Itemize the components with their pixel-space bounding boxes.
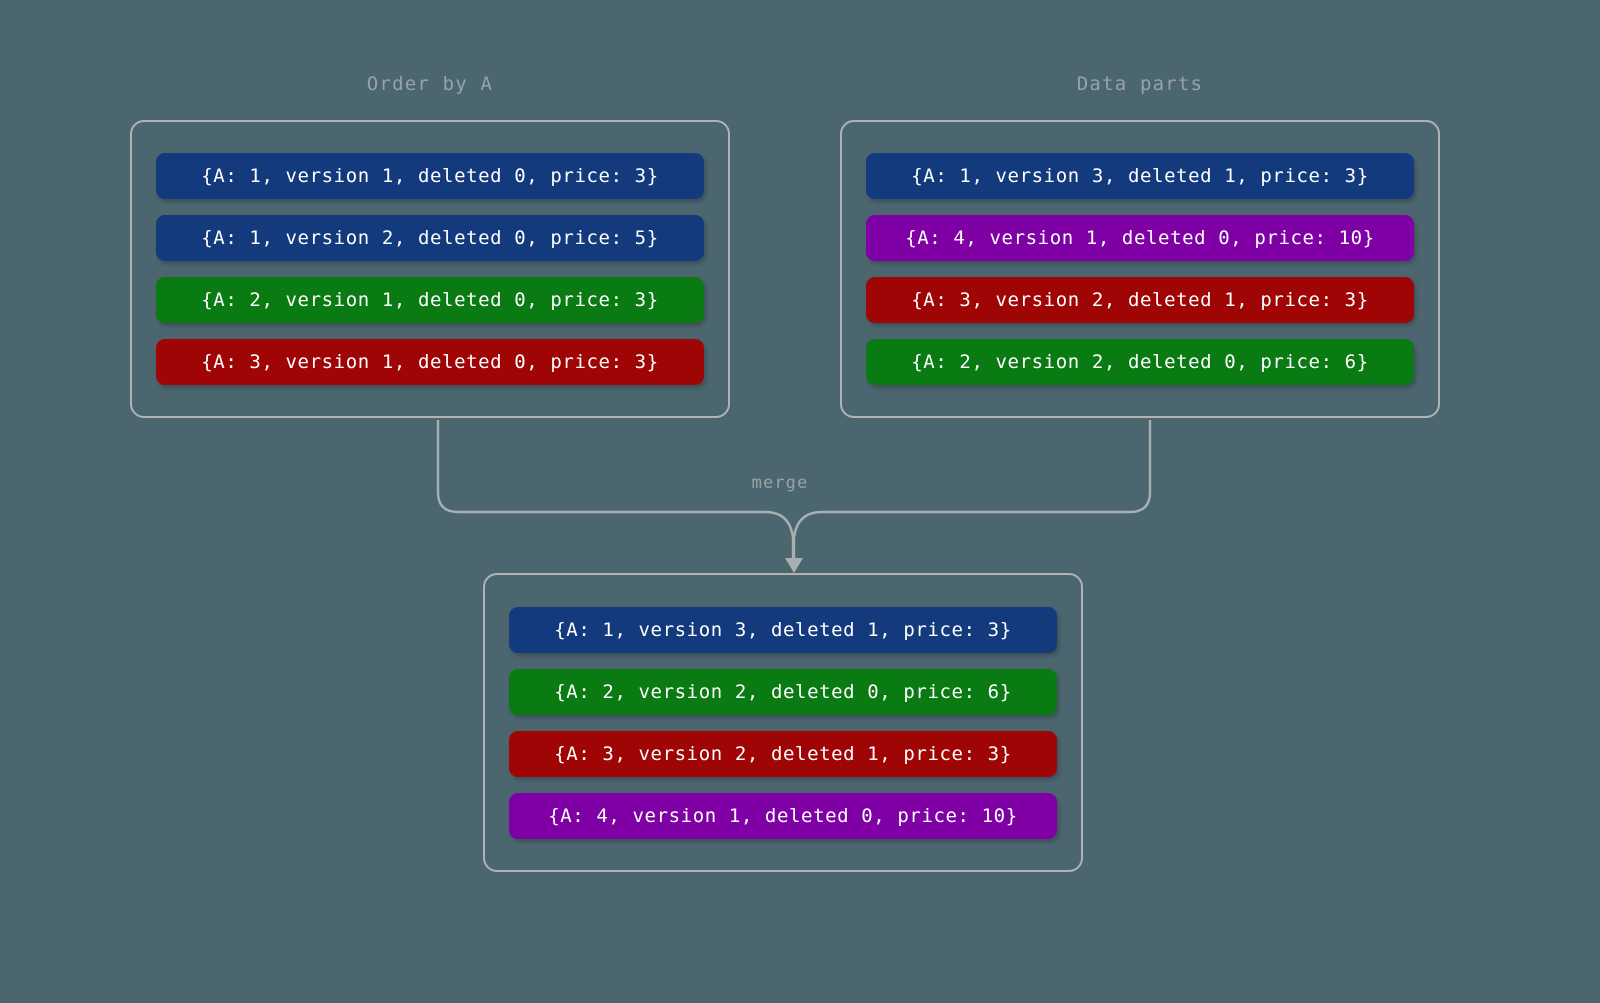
row-pill[interactable]: {A: 3, version 1, deleted 0, price: 3} bbox=[156, 339, 704, 385]
row-pill[interactable]: {A: 2, version 2, deleted 0, price: 6} bbox=[866, 339, 1414, 385]
panel-merged-result: {A: 1, version 3, deleted 1, price: 3} {… bbox=[483, 573, 1083, 872]
row-pill[interactable]: {A: 1, version 3, deleted 1, price: 3} bbox=[509, 606, 1057, 653]
row-pill[interactable]: {A: 4, version 1, deleted 0, price: 10} bbox=[866, 215, 1414, 261]
row-pill[interactable]: {A: 4, version 1, deleted 0, price: 10} bbox=[509, 792, 1057, 839]
pill-list-order-by-a: {A: 1, version 1, deleted 0, price: 3} {… bbox=[156, 145, 704, 393]
row-pill[interactable]: {A: 3, version 2, deleted 1, price: 3} bbox=[866, 277, 1414, 323]
pill-list-data-parts: {A: 1, version 3, deleted 1, price: 3} {… bbox=[866, 145, 1414, 393]
panel-order-by-a: {A: 1, version 1, deleted 0, price: 3} {… bbox=[130, 120, 730, 418]
merge-label: merge bbox=[751, 473, 809, 493]
pill-list-merged: {A: 1, version 3, deleted 1, price: 3} {… bbox=[509, 599, 1057, 847]
row-pill[interactable]: {A: 2, version 1, deleted 0, price: 3} bbox=[156, 277, 704, 323]
panel-title-data-parts: Data parts bbox=[1076, 73, 1204, 95]
row-pill[interactable]: {A: 3, version 2, deleted 1, price: 3} bbox=[509, 730, 1057, 777]
row-pill[interactable]: {A: 1, version 3, deleted 1, price: 3} bbox=[866, 153, 1414, 199]
arrow-down-icon bbox=[785, 558, 803, 573]
row-pill[interactable]: {A: 1, version 1, deleted 0, price: 3} bbox=[156, 153, 704, 199]
row-pill[interactable]: {A: 1, version 2, deleted 0, price: 5} bbox=[156, 215, 704, 261]
row-pill[interactable]: {A: 2, version 2, deleted 0, price: 6} bbox=[509, 668, 1057, 715]
panel-title-order-by-a: Order by A bbox=[366, 73, 494, 95]
panel-data-parts: {A: 1, version 3, deleted 1, price: 3} {… bbox=[840, 120, 1440, 418]
